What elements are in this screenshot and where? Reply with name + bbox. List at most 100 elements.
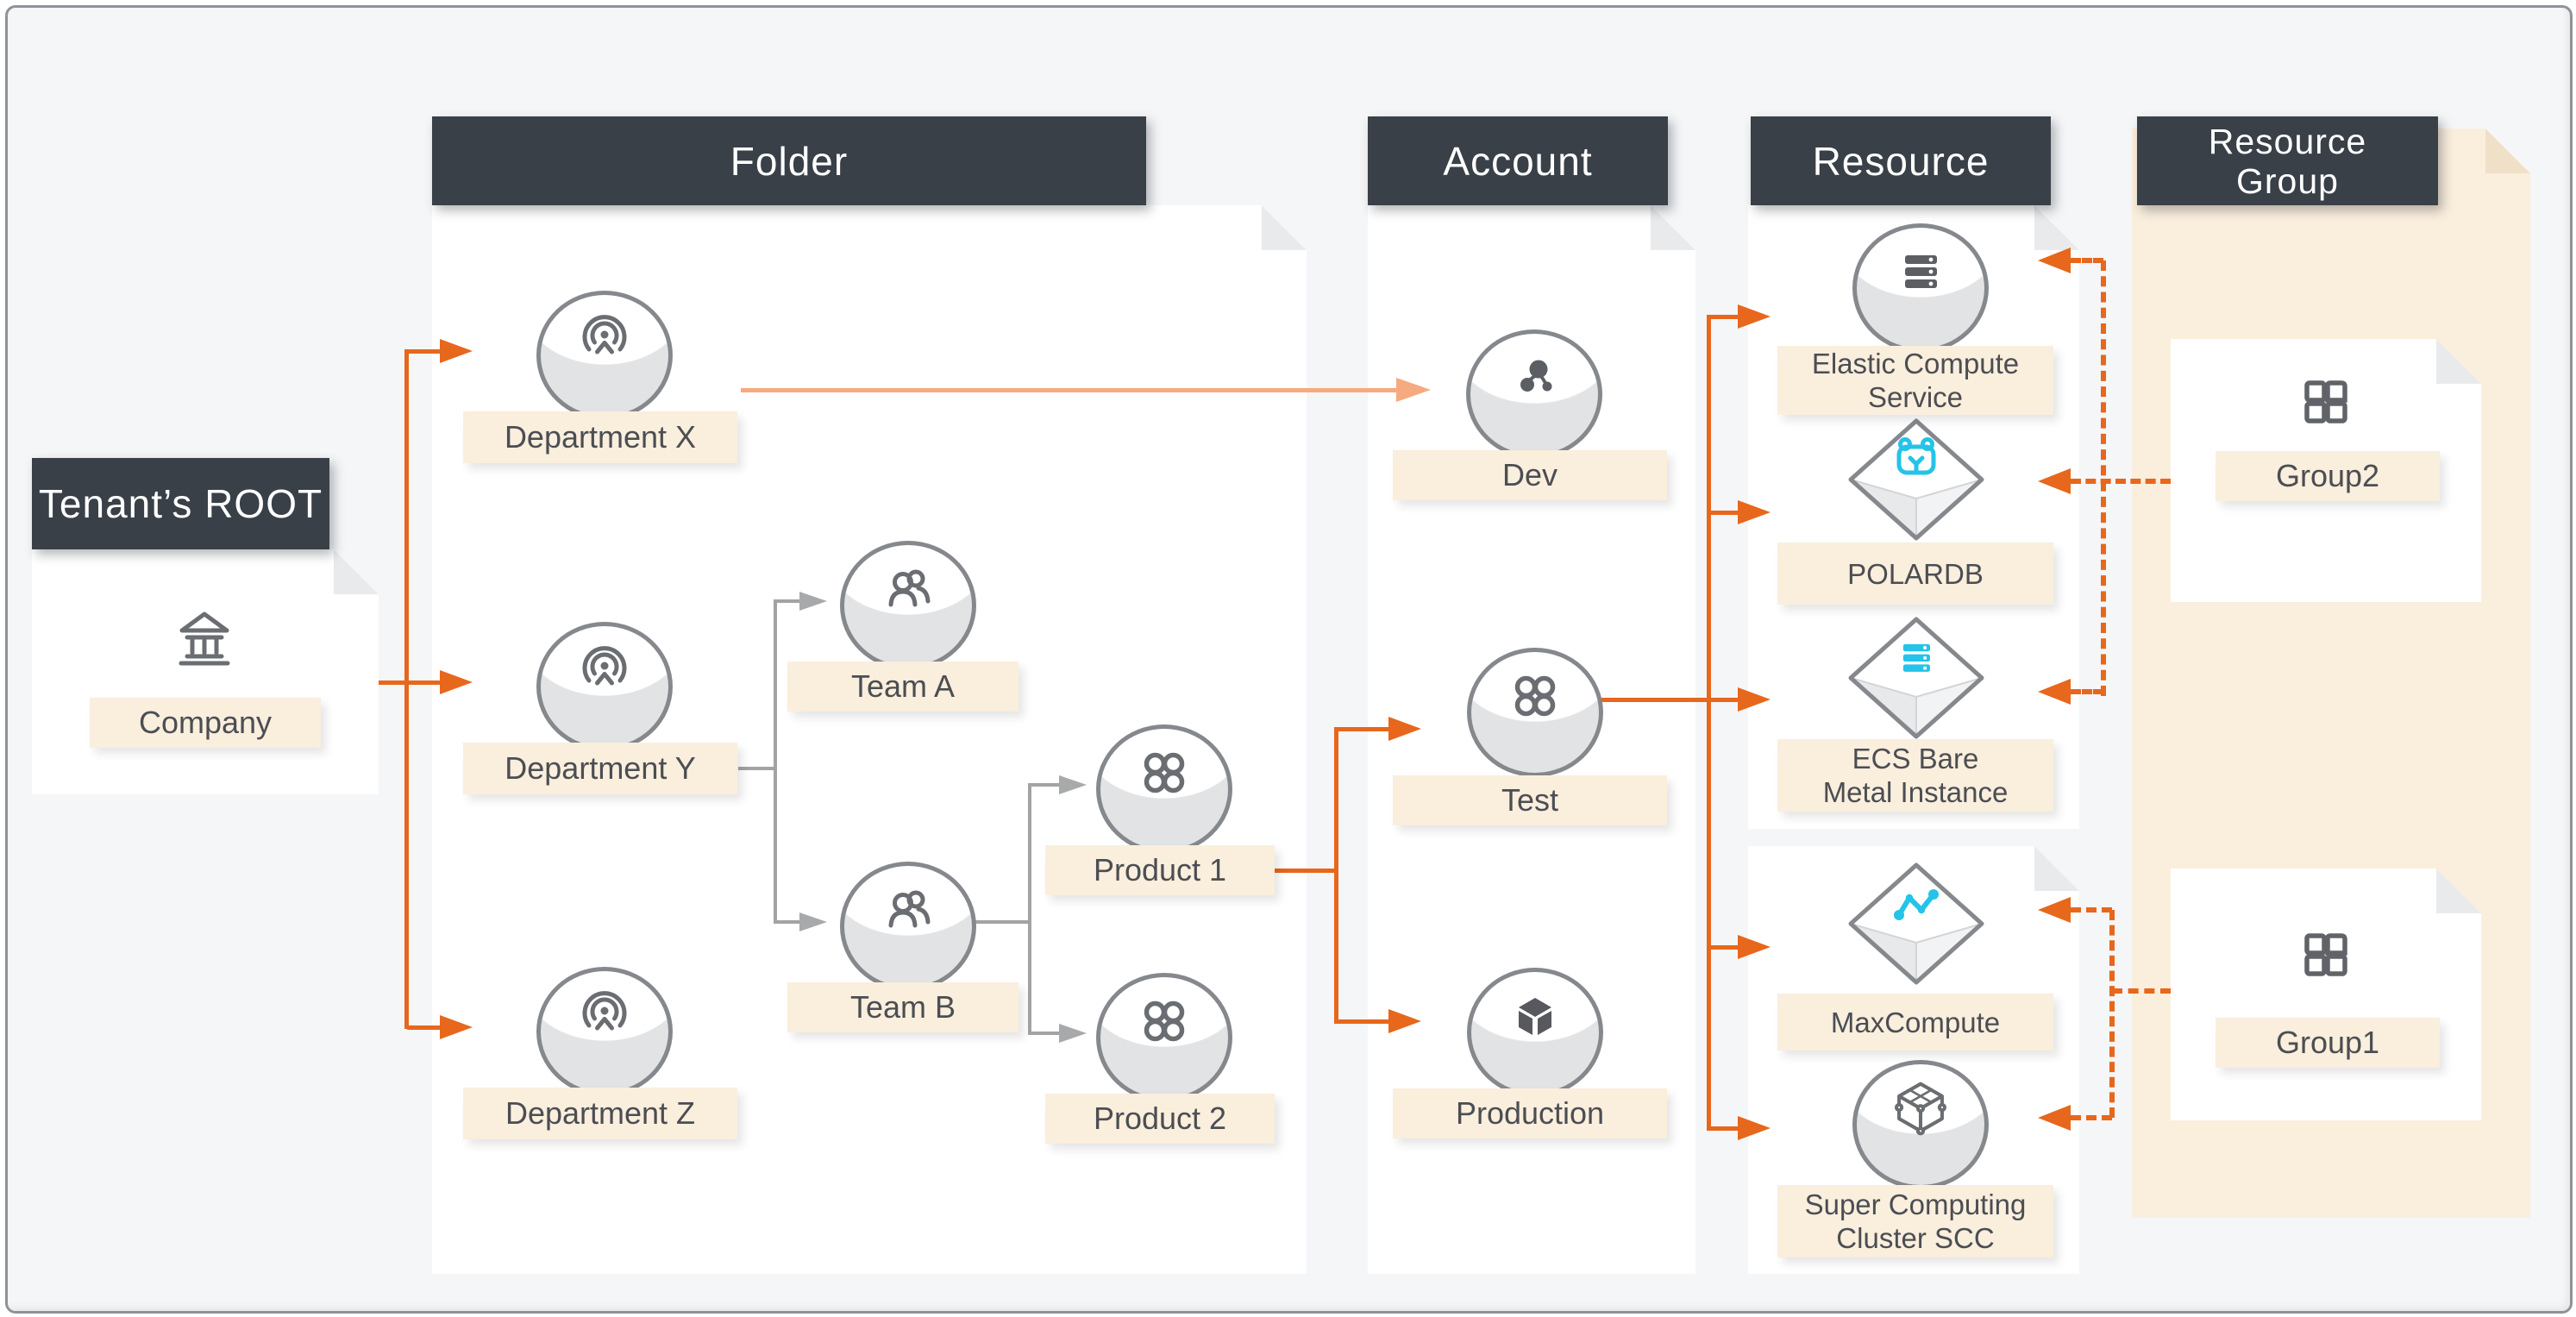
arrow-to-product1 [1059,775,1087,794]
dept-y-label-text: Department Y [505,750,696,786]
edge-branch-ecsbare [1711,698,1739,702]
arrow-to-teamb [799,912,827,931]
dev-label-text: Dev [1501,457,1558,492]
account-panel-title: Account [1443,138,1593,184]
group2-label-text: Group2 [2275,458,2380,493]
edge-branch-deptx [407,349,442,354]
node-scc [1852,1060,1989,1189]
arrow-from-group1-to-maxcompute [2038,897,2071,923]
arrow-from-group1-to-scc [2038,1105,2071,1131]
product-2-label-text: Product 2 [1093,1101,1227,1136]
server-cyan-icon [1902,643,1930,672]
diamond-box [1848,617,1984,739]
server-icon [1905,255,1937,288]
maxcompute-label-text: MaxCompute [1830,1006,2001,1038]
arrow-to-production [1388,1009,1421,1033]
arrow-to-scc [1738,1116,1771,1140]
production-label: Production [1393,1088,1667,1138]
dept-x-label-text: Department X [504,419,697,455]
polardb-icon [1896,437,1936,475]
ecs-bare-label-text: ECS Bare Metal Instance [1822,743,2009,808]
arrow-to-test [1388,717,1421,741]
diamond-box [1848,418,1984,541]
edge-branch-product2 [1031,1032,1061,1035]
dept-z-label: Department Z [463,1088,737,1139]
node-production [1467,968,1603,1097]
lattice-cube-icon [1894,1082,1947,1136]
team-a-label-text: Team A [850,668,956,704]
edge-group2-branch-polardb-feed [2071,479,2171,484]
company-label-text: Company [138,705,273,740]
node-team-a [840,541,976,670]
edge-branch-teama [777,599,801,603]
arrow-to-depty [440,670,473,694]
group1-label: Group1 [2216,1018,2440,1068]
edge-company-trunk-h [379,680,442,685]
node-dept-x [536,291,673,420]
resource-group-panel-title: Resource Group [2208,121,2367,201]
production-label-text: Production [1455,1095,1605,1131]
clover-icon [1514,675,1556,717]
arrow-to-polardb [1738,500,1771,524]
group1-label-text: Group1 [2275,1025,2380,1060]
dept-x-label: Department X [463,411,737,463]
folder-panel-header: Folder [432,116,1146,205]
group2-label: Group2 [2216,451,2440,501]
polardb-label-text: POLARDB [1847,557,1984,590]
edge-teams-trunk-v [774,599,777,924]
node-dept-y [536,622,673,751]
node-test [1467,648,1603,777]
edge-branch-scc [1711,1126,1739,1131]
graph-icon [1894,889,1939,920]
ecs-label: Elastic Compute Service [1777,346,2053,415]
product-2-label: Product 2 [1045,1094,1275,1144]
product-1-label-text: Product 1 [1093,852,1227,887]
arrow-to-deptx [440,339,473,363]
people-icon [888,890,931,928]
molecule-icon [1520,360,1552,392]
arrow-to-teama [799,592,827,611]
node-polardb [1847,417,1985,547]
node-ecs-bare [1847,616,1985,745]
scc-label-text: Super Computing Cluster SCC [1804,1188,2027,1254]
broadcast-icon [582,315,627,354]
edge-products-trunk-v [1028,783,1031,1035]
arrow-to-deptz [440,1015,473,1039]
ecs-bare-label: ECS Bare Metal Instance [1777,739,2053,812]
dev-label: Dev [1393,450,1667,500]
edge-group1-branch-maxcompute [2071,907,2112,912]
team-b-label-text: Team B [849,989,956,1025]
root-panel-title: Tenant’s ROOT [38,481,323,526]
root-panel-body [32,549,379,794]
node-ecs [1852,223,1989,353]
edge-product1-trunk-v [1334,727,1338,1024]
edge-branch-maxcompute [1711,945,1739,950]
edge-product1-feed [1275,869,1338,873]
product-1-label: Product 1 [1045,845,1275,895]
resource-panel-title: Resource [1812,138,1990,184]
edge-branch-teamb [777,920,801,924]
edge-branch-product1 [1031,783,1061,787]
node-team-b [840,862,976,991]
grid-icon [2304,380,2347,423]
arrow-to-dev [1396,378,1431,402]
node-maxcompute [1847,862,1985,991]
dept-z-label-text: Department Z [505,1095,696,1131]
dept-y-label: Department Y [463,743,737,794]
diagram-frame: Tenant’s ROOT Folder Account Resource Re… [5,5,2573,1314]
polardb-label: POLARDB [1777,542,2053,605]
edge-branch-deptz [407,1025,442,1030]
team-a-label: Team A [787,662,1018,712]
group1-card [2171,869,2481,1120]
maxcompute-label: MaxCompute [1777,994,2053,1050]
test-label-text: Test [1501,782,1559,818]
edge-group2-trunk-v [2101,260,2106,696]
edge-group1-branch-scc [2071,1115,2112,1120]
edge-branch-ecs [1711,315,1739,319]
edge-branch-production [1338,1019,1390,1024]
edge-deptx-dev [741,388,1398,392]
arrow-from-group2-to-ecs [2038,248,2071,273]
broadcast-icon [582,991,627,1031]
clover-icon [1144,1000,1185,1042]
